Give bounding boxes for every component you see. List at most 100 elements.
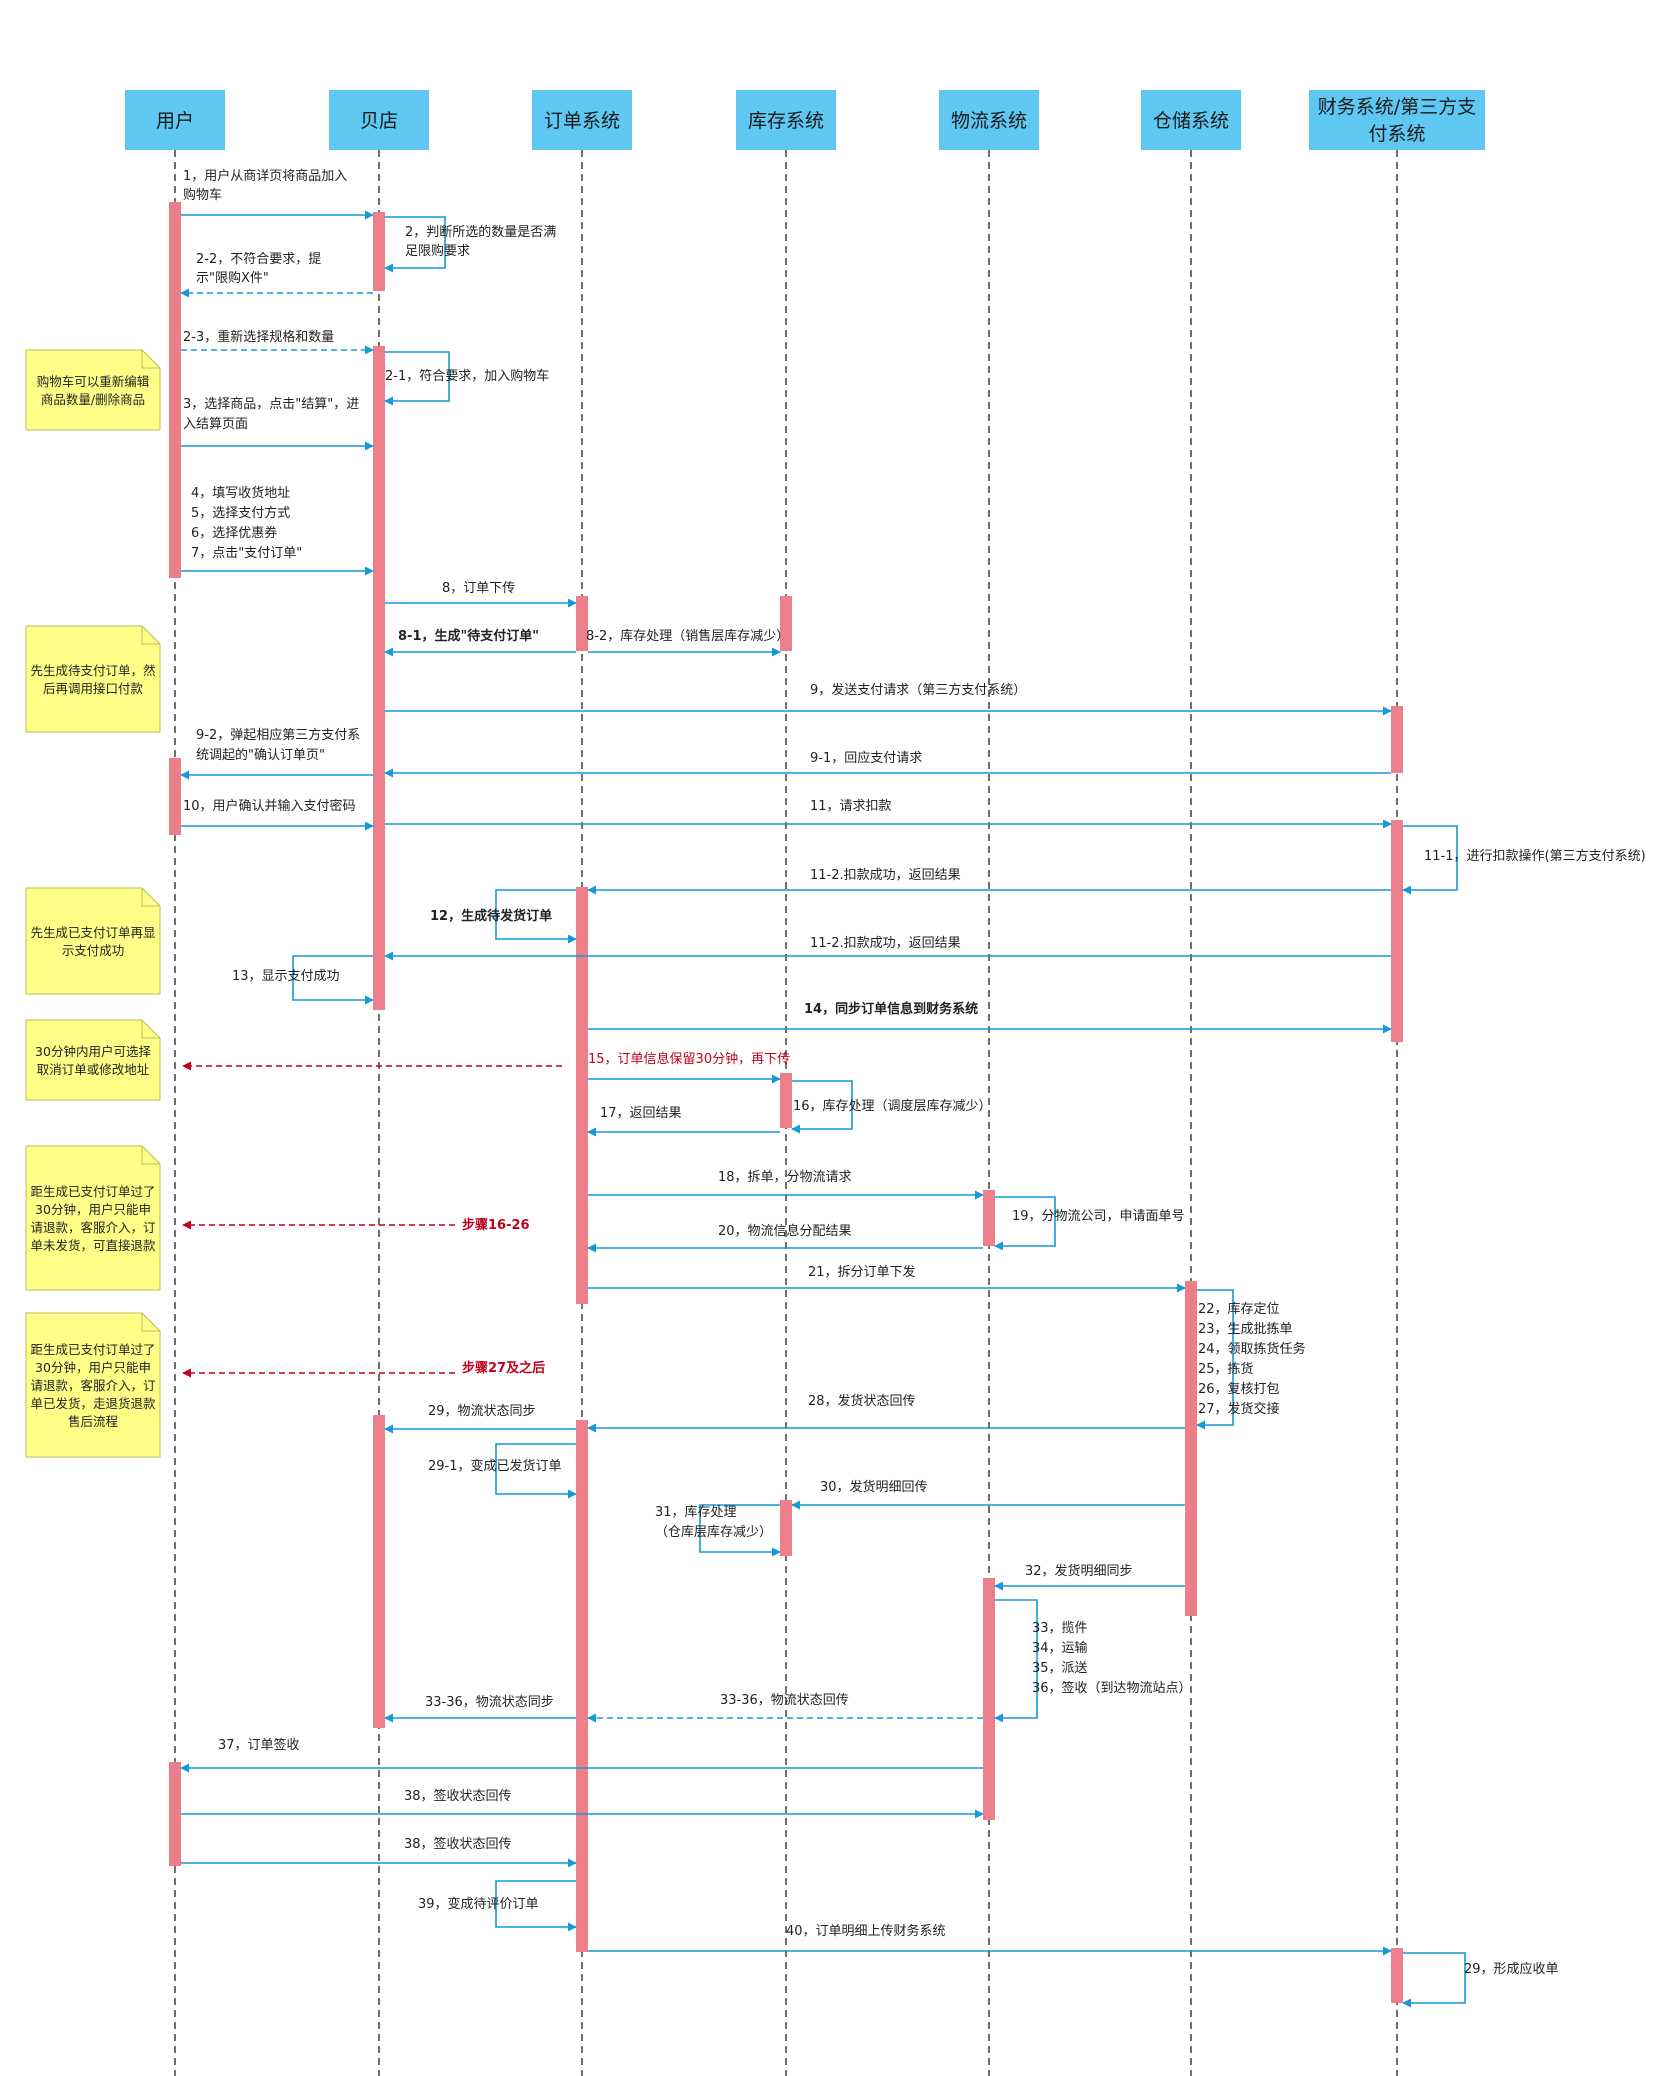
m4-7-label-line: 6，选择优惠券 (191, 525, 277, 541)
participant-shop-label: 贝店 (360, 110, 398, 132)
m31-label-line: 31，库存处理 (655, 1504, 737, 1520)
m29-1-label: 29-1，变成已发货订单 (428, 1458, 562, 1474)
participant-stock-label: 库存系统 (748, 110, 824, 132)
m22-27-label-line: 24，领取拣货任务 (1198, 1341, 1306, 1357)
m2-label-line: 2，判断所选的数量是否满 (405, 224, 556, 240)
m37-label: 37，订单签收 (218, 1737, 300, 1753)
note-cart-text-line: 购物车可以重新编辑 (37, 374, 150, 389)
m12-arrow (495, 889, 577, 944)
m8-1-label: 8-1，生成"待支付订单" (398, 628, 539, 644)
note-fold (141, 626, 160, 645)
m16-label: 16，库存处理（调度层库存减少） (793, 1098, 992, 1114)
m9-label: 9，发送支付请求（第三方支付系统） (810, 682, 1026, 698)
m13-label: 13，显示支付成功 (232, 969, 340, 984)
note-return-text-line: 请退款，客服介入，订 (30, 1378, 155, 1393)
m22-27-label-line: 26，复核打包 (1198, 1382, 1280, 1397)
note-cancel30-text-line: 30分钟内用户可选择 (35, 1044, 151, 1059)
activation-user (169, 758, 181, 835)
activation-stock (780, 596, 792, 651)
m12-label: 12，生成待发货订单 (430, 908, 552, 924)
participant-user-label: 用户 (156, 110, 194, 132)
participant-logistics-label: 物流系统 (951, 110, 1027, 132)
m19-arrow (994, 1196, 1056, 1251)
note-return-text-line: 距生成已支付订单过了 (30, 1342, 155, 1357)
note-return-text-line: 售后流程 (68, 1414, 119, 1429)
m33-36-label-line: 33，揽件 (1032, 1620, 1088, 1636)
m1-label-line: 1，用户从商详页将商品加入 (183, 168, 347, 184)
m4-7-label-line: 4，填写收货地址 (191, 485, 290, 501)
m15-label: 15，订单信息保留30分钟，再下传 (588, 1051, 790, 1067)
m33-36b-label: 33-36，物流状态同步 (425, 1695, 554, 1710)
activation-stock (780, 1500, 792, 1556)
m8-2-label: 8-2，库存处理（销售层库存减少） (586, 628, 789, 644)
note-return (25, 1312, 161, 1458)
m38b-label: 38，签收状态回传 (404, 1836, 512, 1852)
m13-arrow (292, 955, 374, 1005)
note-refund-text-line: 单未发货，可直接退款 (30, 1238, 156, 1253)
note-cart (25, 349, 161, 431)
m20-label: 20，物流信息分配结果 (718, 1223, 852, 1239)
participant-warehouse-label: 仓储系统 (1153, 110, 1229, 132)
note-fold (141, 1313, 160, 1332)
m39-arrow (495, 1880, 577, 1932)
note-fold (141, 1020, 160, 1039)
m21-label: 21，拆分订单下发 (808, 1264, 916, 1280)
participant-order-label: 订单系统 (544, 110, 620, 132)
m10-label: 10，用户确认并输入支付密码 (183, 798, 356, 814)
m22-27-label-line: 27，发货交接 (1198, 1401, 1280, 1417)
participant-stock (736, 90, 836, 150)
m9-2-label-line: 统调起的"确认订单页" (196, 747, 325, 763)
m4-7-label-line: 5，选择支付方式 (191, 505, 290, 521)
note-refund-text-line: 30分钟，用户只能申 (35, 1202, 151, 1217)
note-fold (141, 1146, 160, 1165)
activation-logistics (983, 1578, 995, 1820)
note-pay-first-text-line: 后再调用接口付款 (43, 681, 144, 696)
m3-label-line: 入结算页面 (183, 417, 248, 432)
activation-order (576, 1420, 588, 1952)
m33-36c-label: 33-36，物流状态回传 (720, 1693, 849, 1708)
note-paid-first-text-line: 先生成已支付订单再显 (30, 925, 155, 940)
m16-arrow (791, 1080, 853, 1134)
m4-7-label-line: 7，点击"支付订单" (191, 546, 302, 561)
activation-finance (1391, 1948, 1403, 2003)
participant-user (125, 90, 225, 150)
m28-label: 28，发货状态回传 (808, 1393, 916, 1409)
m2-2-label-line: 示"限购X件" (196, 270, 269, 286)
activation-shop (373, 212, 385, 291)
m29b-label: 29，形成应收单 (1464, 1961, 1559, 1977)
m2-2-label-line: 2-2，不符合要求，提 (196, 251, 321, 267)
note-refund (25, 1145, 161, 1291)
step27-label: 步骤27及之后 (462, 1360, 545, 1376)
activation-warehouse (1185, 1281, 1197, 1616)
m22-27-label-line: 22，库存定位 (1198, 1301, 1280, 1317)
activation-shop (373, 1415, 385, 1728)
m29-label: 29，物流状态同步 (428, 1404, 536, 1419)
m14-label: 14，同步订单信息到财务系统 (804, 1001, 978, 1017)
m31-label-line: （仓库层库存减少） (655, 1524, 772, 1540)
note-cancel30-text-line: 取消订单或修改地址 (37, 1062, 150, 1077)
m19-label: 19，分物流公司，申请面单号 (1012, 1209, 1185, 1224)
m2-1-label: 2-1，符合要求，加入购物车 (385, 368, 549, 384)
note-return-text-line: 单已发货，走退货退款 (30, 1396, 156, 1411)
m33-36-arrow (994, 1599, 1038, 1723)
m22-27-label-line: 23，生成批拣单 (1198, 1322, 1293, 1337)
note-pay-first-text-line: 先生成待支付订单，然 (30, 663, 155, 678)
m11-2b-label: 11-2.扣款成功，返回结果 (810, 936, 961, 951)
m33-36-label-line: 34，运输 (1032, 1640, 1088, 1656)
m2-label-line: 足限购要求 (405, 243, 470, 259)
note-paid-first (25, 887, 161, 995)
participant-order (532, 90, 632, 150)
m18-label: 18，拆单，分物流请求 (718, 1170, 852, 1185)
activation-user (169, 1762, 181, 1866)
note-fold (141, 350, 160, 369)
participant-warehouse (1141, 90, 1241, 150)
m39-label: 39，变成待评价订单 (418, 1896, 539, 1912)
m22-27-label-line: 25，拣货 (1198, 1361, 1254, 1377)
m29b-arrow (1402, 1952, 1466, 2008)
participant-finance-label: 付系统 (1368, 123, 1425, 145)
activation-order (576, 596, 588, 651)
activation-finance (1391, 706, 1403, 773)
activation-finance (1391, 820, 1403, 1042)
note-refund-text-line: 请退款，客服介入，订 (30, 1220, 155, 1235)
